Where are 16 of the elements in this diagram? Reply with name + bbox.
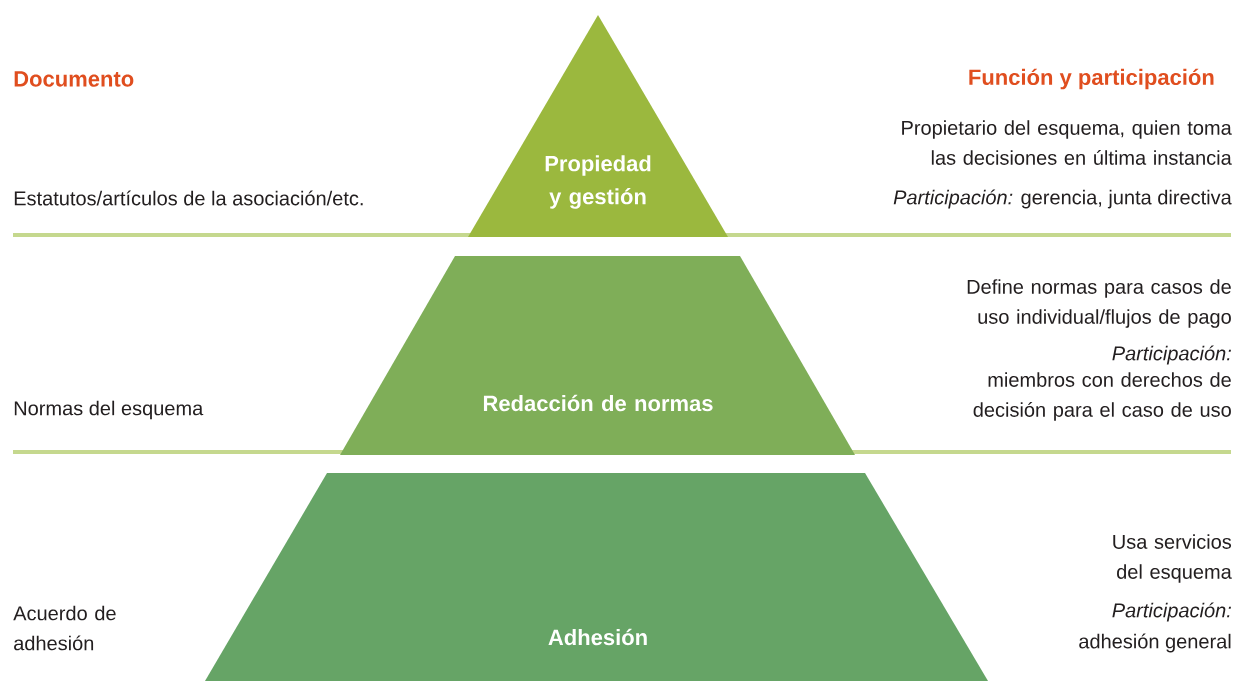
column-heading: Función y participación bbox=[969, 68, 1214, 90]
column-heading: Documento bbox=[14, 71, 134, 87]
description-text: Acuerdo de adhesión bbox=[13, 605, 116, 651]
description-text: Participación: gerencia, junta directiva bbox=[893, 189, 1232, 209]
pyramid-top: Propiedad y gestión bbox=[468, 15, 728, 237]
participation-label: Participación: bbox=[1112, 602, 1231, 622]
description-text: Normas del esquema bbox=[14, 400, 204, 420]
description-text: Define normas para casos de uso individual/flujos de pago bbox=[967, 279, 1231, 328]
description-text: Propietario del esquema, quien toma las decisiones en última instancia bbox=[902, 120, 1232, 165]
participation-label: Participación: bbox=[1112, 345, 1231, 365]
description-text: Estatutos/artículos de la asociación/etc. bbox=[14, 190, 363, 206]
description-text: miembros con derechos de decisión para el caso de uso bbox=[973, 372, 1231, 421]
description-text: adhesión general bbox=[1079, 633, 1231, 653]
description-text: Usa servicios del esquema bbox=[1113, 534, 1232, 583]
pyramid-level: Adhesión bbox=[205, 473, 988, 681]
pyramid-level: Redacción de normas bbox=[340, 256, 855, 455]
